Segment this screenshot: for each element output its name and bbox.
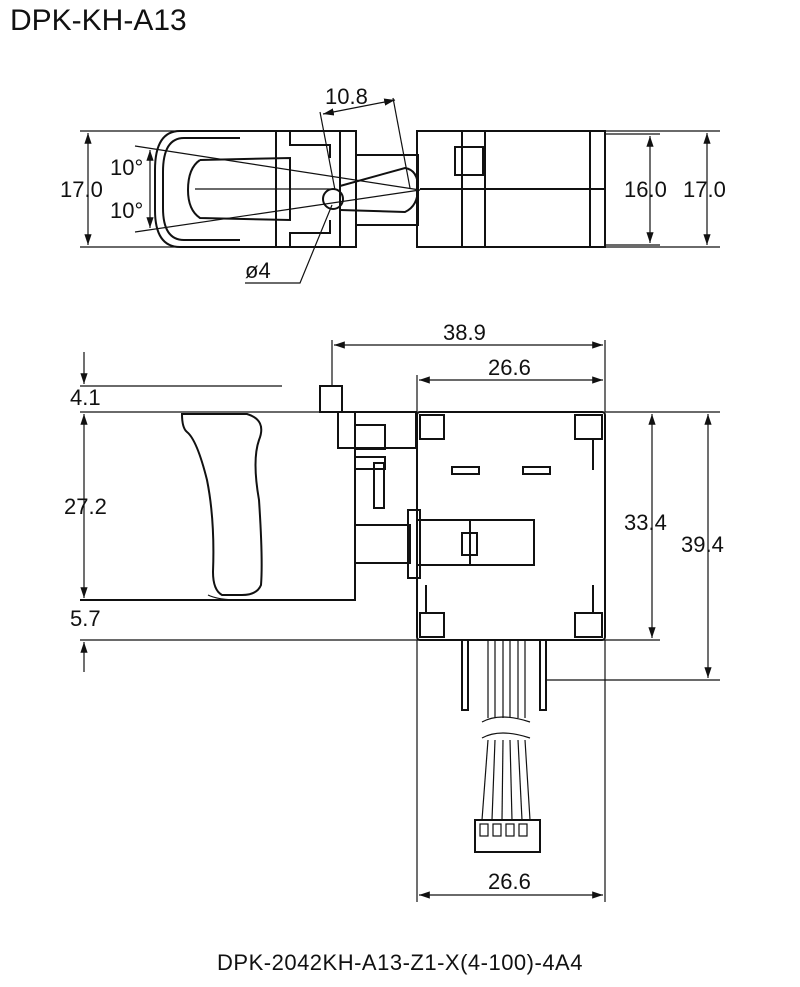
dim-body-width-label: 26.6 — [488, 355, 531, 380]
drawing-title: DPK-KH-A13 — [10, 4, 187, 37]
dim-total-height-label: 39.4 — [681, 532, 724, 557]
dim-bottom-offset-label: 5.7 — [70, 606, 101, 631]
wire-bundle — [481, 640, 531, 821]
dim-body-outer-label: 17.0 — [683, 177, 726, 202]
part-number-caption: DPK-2042KH-A13-Z1-X(4-100)-4A4 — [217, 950, 583, 975]
dim-top-offset-label: 4.1 — [70, 385, 101, 410]
dim-body-inner-label: 16.0 — [624, 177, 667, 202]
top-view: 10.8 17.0 10° 10° ø4 16.0 17.0 — [60, 84, 726, 284]
dim-connector-span-label: 26.6 — [488, 869, 531, 894]
side-view: 38.9 26.6 4.1 27.2 5.7 33.4 39.4 26.6 — [64, 320, 724, 902]
angle-down-label: 10° — [110, 198, 143, 223]
dim-shaft-label: ø4 — [245, 258, 271, 283]
connector — [474, 819, 541, 853]
dim-total-length-label: 38.9 — [443, 320, 486, 345]
dim-height-left-label: 17.0 — [60, 177, 103, 202]
dim-stroke-label: 10.8 — [325, 84, 368, 109]
dim-trigger-height-label: 27.2 — [64, 494, 107, 519]
angle-up-label: 10° — [110, 155, 143, 180]
dim-body-height-label: 33.4 — [624, 510, 667, 535]
